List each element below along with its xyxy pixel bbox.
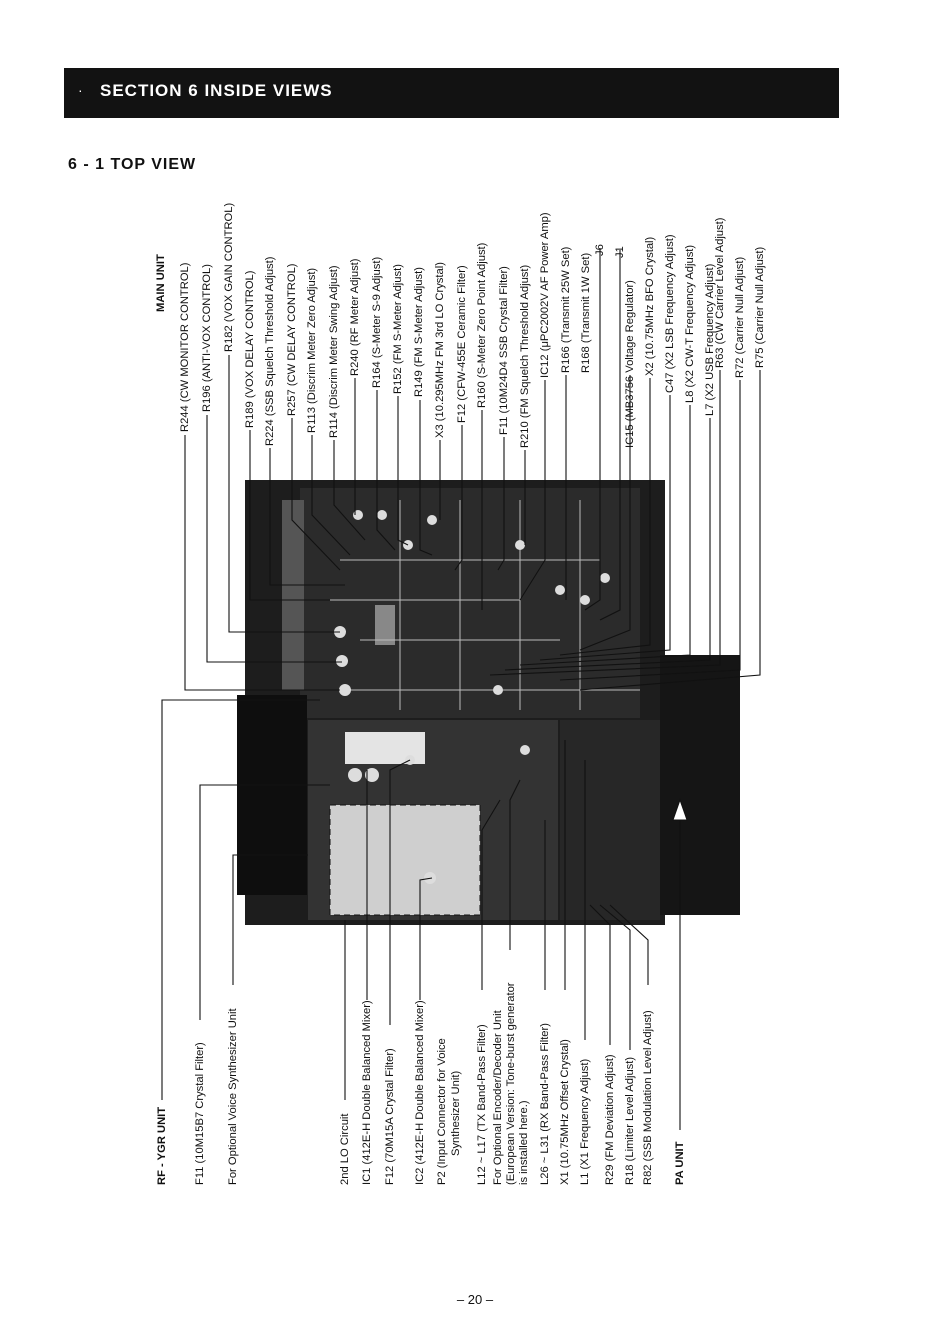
label-rf-ygr-unit: RF - YGR UNIT <box>156 1106 168 1185</box>
label-j6: J6 <box>594 244 606 256</box>
label-x1: X1 (10.75MHz Offset Crystal) <box>559 1039 571 1185</box>
label-c47: C47 (X2 LSB Frequency Adjust) <box>664 234 676 393</box>
label-l26-l31: L26 ~ L31 (RX Band-Pass Filter) <box>539 1023 551 1185</box>
label-r196: R196 (ANTI-VOX CONTROL) <box>201 264 213 412</box>
label-voice-synth: For Optional Voice Synthesizer Unit <box>227 1008 239 1185</box>
label-r72: R72 (Carrier Null Adjust) <box>734 256 746 378</box>
label-r160: R160 (S-Meter Zero Point Adjust) <box>476 242 488 408</box>
label-l8: L8 (X2 CW-T Frequency Adjust) <box>684 244 696 403</box>
label-r82: R82 (SSB Modulation Level Adjust) <box>642 1010 654 1185</box>
label-r164: R164 (S-Meter S-9 Adjust) <box>371 256 383 388</box>
page-number: – 20 – <box>456 1292 494 1307</box>
pa-unit-board <box>560 720 660 920</box>
label-installed: is installed here.) <box>518 1100 530 1185</box>
label-f12-top: F12 (CFW-455E Ceramic Filter) <box>456 265 468 423</box>
label-r113: R113 (Discrim Meter Zero Adjust) <box>306 267 318 433</box>
label-x3: X3 (10.295MHz FM 3rd LO Crystal) <box>434 262 446 438</box>
label-r257: R257 (CW DELAY CONTROL) <box>286 263 298 416</box>
label-f12-bottom: F12 (70M15A Crystal Filter) <box>384 1048 396 1185</box>
label-r168: R168 (Transmit 1W Set) <box>580 252 592 373</box>
banner-mark: · <box>78 82 83 98</box>
pa-heatsink <box>660 655 740 915</box>
label-r149: R149 (FM S-Meter Adjust) <box>413 267 425 397</box>
label-p2-cont: Synthesizer Unit) <box>450 1070 462 1156</box>
label-2nd-lo: 2nd LO Circuit <box>339 1113 351 1185</box>
label-j1: J1 <box>614 246 626 258</box>
voice-synth-area <box>329 804 481 916</box>
label-f11-top: F11 (10M24D4 SSB Crystal Filter) <box>498 266 510 435</box>
label-x2: X2 (10.75MHz BFO Crystal) <box>644 236 656 376</box>
label-r240: R240 (RF Meter Adjust) <box>349 258 361 376</box>
label-r75: R75 (Carrier Null Adjust) <box>754 246 766 368</box>
label-r244: R244 (CW MONITOR CONTROL) <box>179 262 191 432</box>
front-panel-strip <box>282 500 304 690</box>
label-main-unit: MAIN UNIT <box>155 254 167 312</box>
label-r114: R114 (Discrim Meter Swing Adjust) <box>328 265 340 438</box>
label-p2: P2 (Input Connector for Voice <box>436 1038 448 1185</box>
label-r152: R152 (FM S-Meter Adjust) <box>392 264 404 394</box>
label-r166: R166 (Transmit 25W Set) <box>560 246 572 373</box>
label-pa-unit: PA UNIT <box>674 1141 686 1185</box>
section-title: SECTION 6 INSIDE VIEWS <box>100 81 333 100</box>
label-ic2: IC2 (412E-H Double Balanced Mixer) <box>414 1000 426 1185</box>
label-r18: R18 (Limiter Level Adjust) <box>624 1056 636 1185</box>
label-r210: R210 (FM Squelch Threshold Adjust) <box>519 264 531 448</box>
label-r224: R224 (SSB Squelch Threshold Adjust) <box>264 256 276 446</box>
label-r29: R29 (FM Deviation Adjust) <box>604 1054 616 1185</box>
label-f11-bottom: F11 (10M15B7 Crystal Filter) <box>194 1042 206 1185</box>
label-ic12: IC12 (μPC2002V AF Power Amp) <box>539 212 551 378</box>
label-european: (European Version: Tone-burst generator <box>505 982 517 1185</box>
label-r63: R63 (CW Carrier Level Adjust) <box>714 217 726 368</box>
label-r182: R182 (VOX GAIN CONTROL) <box>223 202 235 352</box>
label-ic15: IC15 (MB3756 Voltage Regulator) <box>624 280 636 448</box>
label-r189: R189 (VOX DELAY CONTROL) <box>244 270 256 429</box>
ic-chip <box>375 605 395 645</box>
pa-arrow <box>672 798 688 821</box>
label-l1: L1 (X1 Frequency Adjust) <box>579 1058 591 1185</box>
section-banner: · SECTION 6 INSIDE VIEWS <box>64 68 839 118</box>
subsection-title: 6 - 1 TOP VIEW <box>68 156 197 173</box>
label-ic1: IC1 (412E-H Double Balanced Mixer) <box>361 1000 373 1185</box>
front-panel-knob <box>237 695 307 895</box>
label-l12-l17: L12 ~ L17 (TX Band-Pass Filter) <box>476 1024 488 1185</box>
label-encoder-decoder: For Optional Encoder/Decoder Unit <box>492 1010 504 1185</box>
